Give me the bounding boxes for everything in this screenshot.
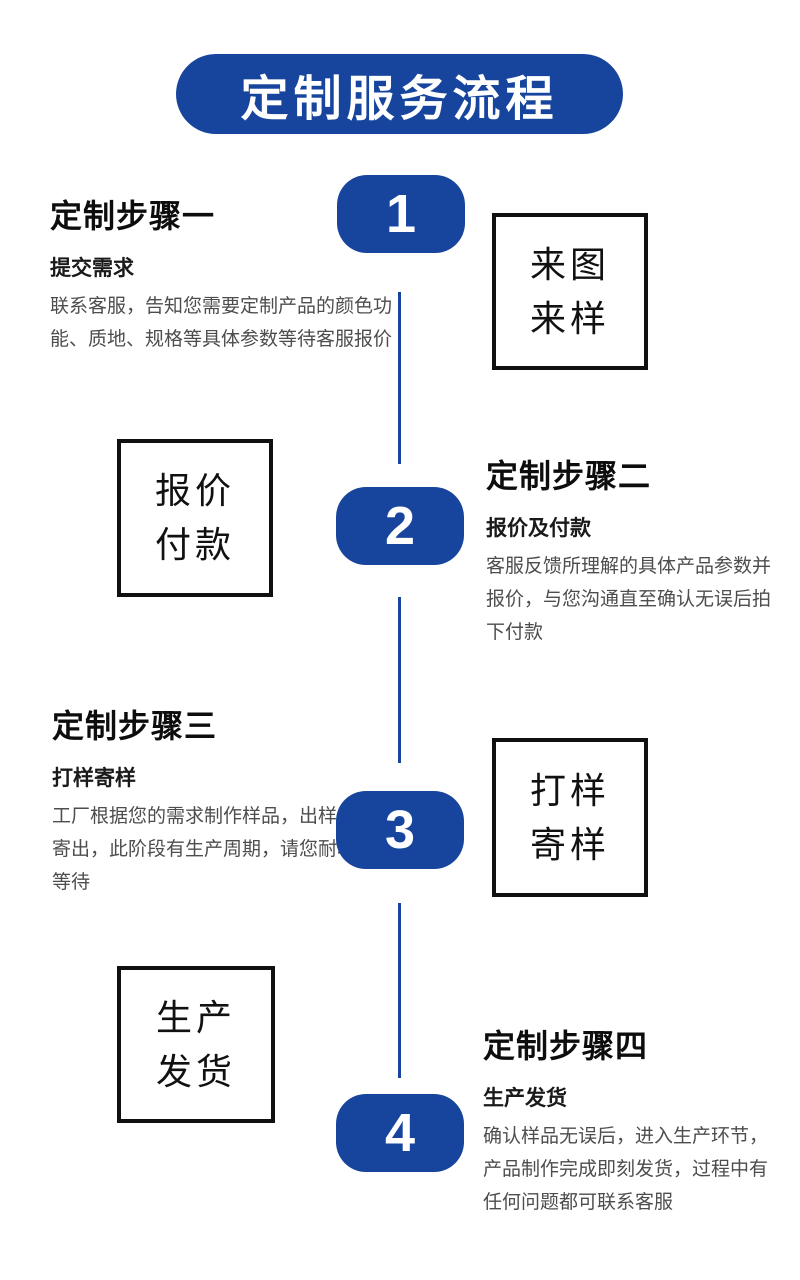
step-1-box-line2: 来样: [529, 297, 610, 339]
step-3-box-line2: 寄样: [529, 823, 610, 865]
title-pill: 定制服务流程: [176, 54, 623, 134]
page-title: 定制服务流程: [240, 73, 559, 126]
step-2-box-line2: 付款: [154, 524, 235, 565]
step-4-box-line2: 发货: [155, 1050, 236, 1092]
step-4-label-box: 生产 发货: [117, 966, 275, 1123]
step-4-body: 确认样品无误后，进入生产环节，产品制作完成即刻发货，过程中有任何问题都可联系客服: [483, 1126, 769, 1213]
step-4-number-badge: 4: [336, 1094, 464, 1172]
step-2-number-badge: 2: [336, 487, 464, 565]
step-3-number-badge: 3: [336, 791, 464, 869]
step-1-subheading: 提交需求: [50, 257, 134, 280]
step-3-number: 3: [384, 800, 416, 860]
step-1-text: 定制步骤一 提交需求 联系客服，告知您需要定制产品的颜色功能、质地、规格等具体参…: [50, 196, 395, 356]
step-2-body: 客服反馈所理解的具体产品参数并报价，与您沟通直至确认无误后拍下付款: [486, 556, 772, 643]
step-3-box-line1: 打样: [529, 769, 610, 811]
step-3-body: 工厂根据您的需求制作样品，出样后寄出，此阶段有生产周期，请您耐心等待: [52, 806, 357, 893]
step-1-number: 1: [385, 184, 417, 244]
step-3-heading: 定制步骤三: [52, 708, 218, 744]
step-1-heading: 定制步骤一: [50, 198, 216, 234]
step-2-heading: 定制步骤二: [486, 458, 652, 494]
step-2-number: 2: [384, 496, 416, 556]
flow-connector-2: [398, 597, 401, 763]
step-1-body: 联系客服，告知您需要定制产品的颜色功能、质地、规格等具体参数等待客服报价: [50, 296, 393, 350]
step-1-box-line1: 来图: [529, 243, 610, 285]
step-4-number: 4: [384, 1103, 416, 1163]
step-3-text: 定制步骤三 打样寄样 工厂根据您的需求制作样品，出样后寄出，此阶段有生产周期，请…: [52, 706, 362, 899]
step-3-label-box: 打样 寄样: [492, 738, 648, 897]
flow-connector-1: [398, 292, 401, 464]
step-2-text: 定制步骤二 报价及付款 客服反馈所理解的具体产品参数并报价，与您沟通直至确认无误…: [486, 456, 786, 649]
step-4-text: 定制步骤四 生产发货 确认样品无误后，进入生产环节，产品制作完成即刻发货，过程中…: [483, 1026, 785, 1219]
step-4-box-line1: 生产: [155, 996, 236, 1038]
step-4-heading: 定制步骤四: [483, 1028, 649, 1064]
step-1-label-box: 来图 来样: [492, 213, 648, 370]
step-2-label-box: 报价 付款: [117, 439, 273, 597]
step-4-subheading: 生产发货: [483, 1087, 567, 1110]
step-2-subheading: 报价及付款: [486, 517, 591, 540]
step-3-subheading: 打样寄样: [52, 767, 136, 790]
step-1-number-badge: 1: [337, 175, 465, 253]
flow-connector-3: [398, 903, 401, 1078]
step-2-box-line1: 报价: [154, 470, 235, 511]
